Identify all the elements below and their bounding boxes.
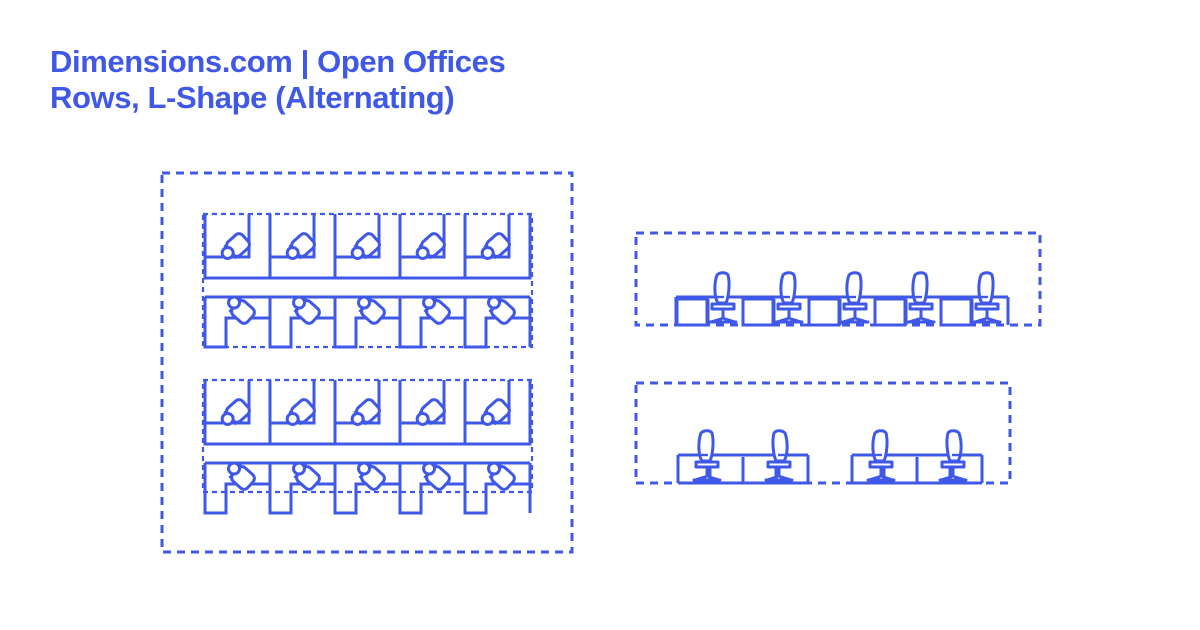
plan-inner-boundary-bottom xyxy=(201,378,534,494)
plan-spine-1 xyxy=(205,276,530,299)
elevation-side-view xyxy=(634,381,1012,485)
plan-workstation xyxy=(463,291,532,349)
elevation-front-module xyxy=(939,271,1002,327)
plan-view xyxy=(160,171,574,554)
plan-workstation xyxy=(333,291,402,349)
elevation-front-boundary xyxy=(634,231,1042,327)
elevation-front-module xyxy=(741,271,804,327)
elevation-side-group xyxy=(850,429,984,485)
plan-row-1-upper xyxy=(203,214,532,280)
plan-workstation xyxy=(398,214,467,280)
plan-inner-boundary-top xyxy=(201,212,534,349)
elevation-front-view xyxy=(634,231,1042,327)
elevation-front-module xyxy=(807,271,870,327)
plan-block-1 xyxy=(203,214,532,349)
title-line-2: Rows, L-Shape (Alternating) xyxy=(50,79,455,115)
plan-workstation xyxy=(203,380,272,446)
title-line-1: Dimensions.com | Open Offices xyxy=(50,44,506,79)
plan-workstation xyxy=(203,291,272,349)
plan-outer-boundary xyxy=(160,171,574,554)
plan-workstation xyxy=(268,291,337,349)
plan-workstation xyxy=(268,214,337,280)
plan-workstation xyxy=(333,457,402,515)
plan-row-1-lower xyxy=(203,291,532,349)
plan-workstation xyxy=(398,380,467,446)
plan-workstation xyxy=(268,457,337,515)
plan-workstation xyxy=(333,380,402,446)
page-title: Dimensions.com | Open Offices Rows, L-Sh… xyxy=(50,44,506,116)
plan-workstation xyxy=(268,380,337,446)
plan-workstation xyxy=(203,457,272,515)
plan-row-2-lower xyxy=(203,457,532,515)
plan-block-2 xyxy=(203,380,532,515)
plan-workstation xyxy=(333,214,402,280)
plan-workstation xyxy=(398,457,467,515)
elevation-front-module xyxy=(675,271,738,327)
plan-spine-2 xyxy=(205,442,530,465)
plan-workstation xyxy=(463,214,532,280)
plan-workstation xyxy=(398,291,467,349)
plan-workstation xyxy=(203,214,272,280)
elevation-side-group xyxy=(676,429,810,485)
elevation-side-boundary xyxy=(634,381,1012,485)
plan-workstation xyxy=(463,380,532,446)
plan-row-2-upper xyxy=(203,380,532,446)
elevation-front-module xyxy=(873,271,936,327)
plan-workstation xyxy=(463,457,532,515)
